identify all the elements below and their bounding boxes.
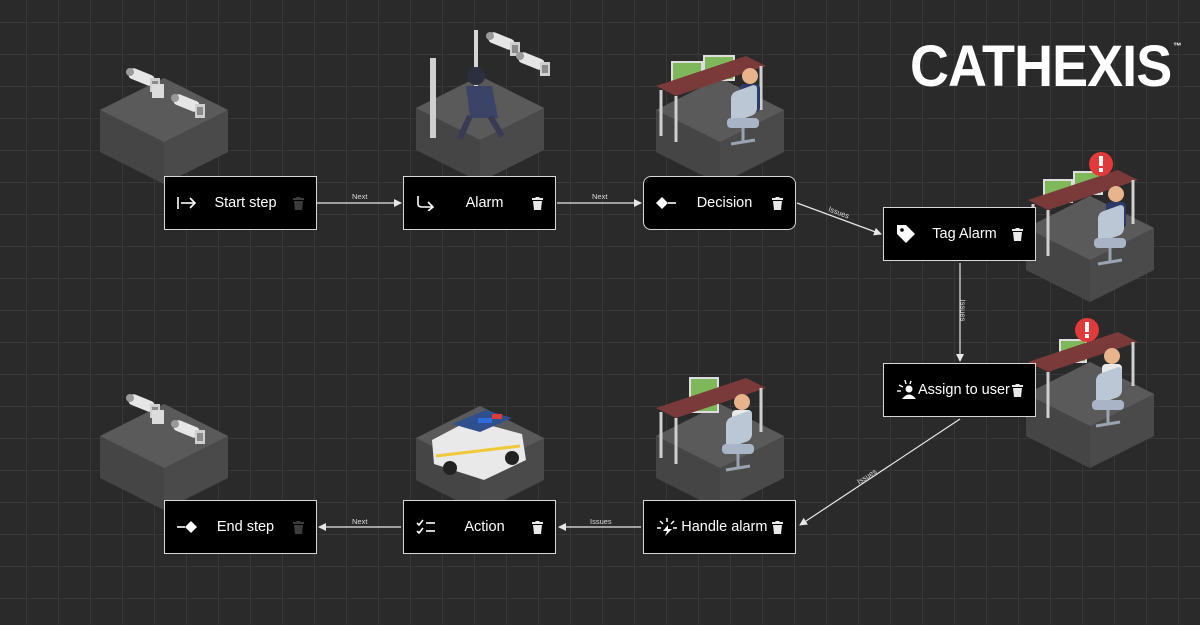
start-arrow-icon <box>177 196 203 210</box>
checklist-icon <box>416 519 442 535</box>
edge-label-action-end: Next <box>352 517 368 526</box>
decision-diamond-icon <box>656 196 682 210</box>
scene-operator-handle <box>654 376 784 510</box>
handle-alarm-icon <box>656 517 681 537</box>
node-label: Handle alarm <box>681 519 768 535</box>
trash-icon[interactable] <box>288 520 304 534</box>
node-handle-alarm[interactable]: Handle alarm <box>643 500 796 554</box>
node-label: Decision <box>696 195 753 211</box>
end-diamond-icon <box>177 520 203 534</box>
edge-label-alarm-decision: Next <box>592 192 608 201</box>
edge-decision-tag <box>796 202 882 236</box>
node-label: Action <box>464 519 505 535</box>
trash-icon[interactable] <box>767 520 783 534</box>
node-label: Tag Alarm <box>932 226 997 242</box>
trademark-symbol: ™ <box>1173 41 1182 51</box>
node-assign-to-user[interactable]: Assign to user <box>883 363 1036 417</box>
node-start-step[interactable]: Start step <box>164 176 317 230</box>
trash-icon[interactable] <box>1010 383 1023 397</box>
trash-icon[interactable] <box>767 196 783 210</box>
brand-name: CATHEXIS <box>910 34 1172 99</box>
edge-label-tag-assign: Issues <box>958 299 968 322</box>
node-tag-alarm[interactable]: Tag Alarm <box>883 207 1036 261</box>
trash-icon[interactable] <box>527 520 543 534</box>
node-label: Start step <box>214 195 277 211</box>
scene-intruder <box>416 30 550 182</box>
node-decision[interactable]: Decision <box>643 176 796 230</box>
node-label: End step <box>216 519 275 535</box>
trash-icon[interactable] <box>527 196 543 210</box>
node-label: Assign to user <box>918 382 1010 398</box>
scene-cameras-start <box>100 67 228 184</box>
scene-user-alert <box>1026 318 1154 468</box>
scene-operator-alert <box>1026 152 1154 302</box>
scene-operator-decision <box>654 54 784 184</box>
tag-icon <box>896 224 922 244</box>
redirect-arrow-icon <box>416 195 442 211</box>
trash-icon[interactable] <box>1007 227 1023 241</box>
scene-cameras-end <box>100 393 228 510</box>
scene-police-car <box>416 406 544 512</box>
assign-user-icon <box>896 380 918 400</box>
edge-label-start-alarm: Next <box>352 192 368 201</box>
node-label: Alarm <box>465 195 504 211</box>
edge-assign-handle <box>799 418 961 526</box>
trash-icon[interactable] <box>288 196 304 210</box>
node-end-step[interactable]: End step <box>164 500 317 554</box>
node-alarm[interactable]: Alarm <box>403 176 556 230</box>
edge-label-handle-action: Issues <box>590 517 612 526</box>
node-action[interactable]: Action <box>403 500 556 554</box>
